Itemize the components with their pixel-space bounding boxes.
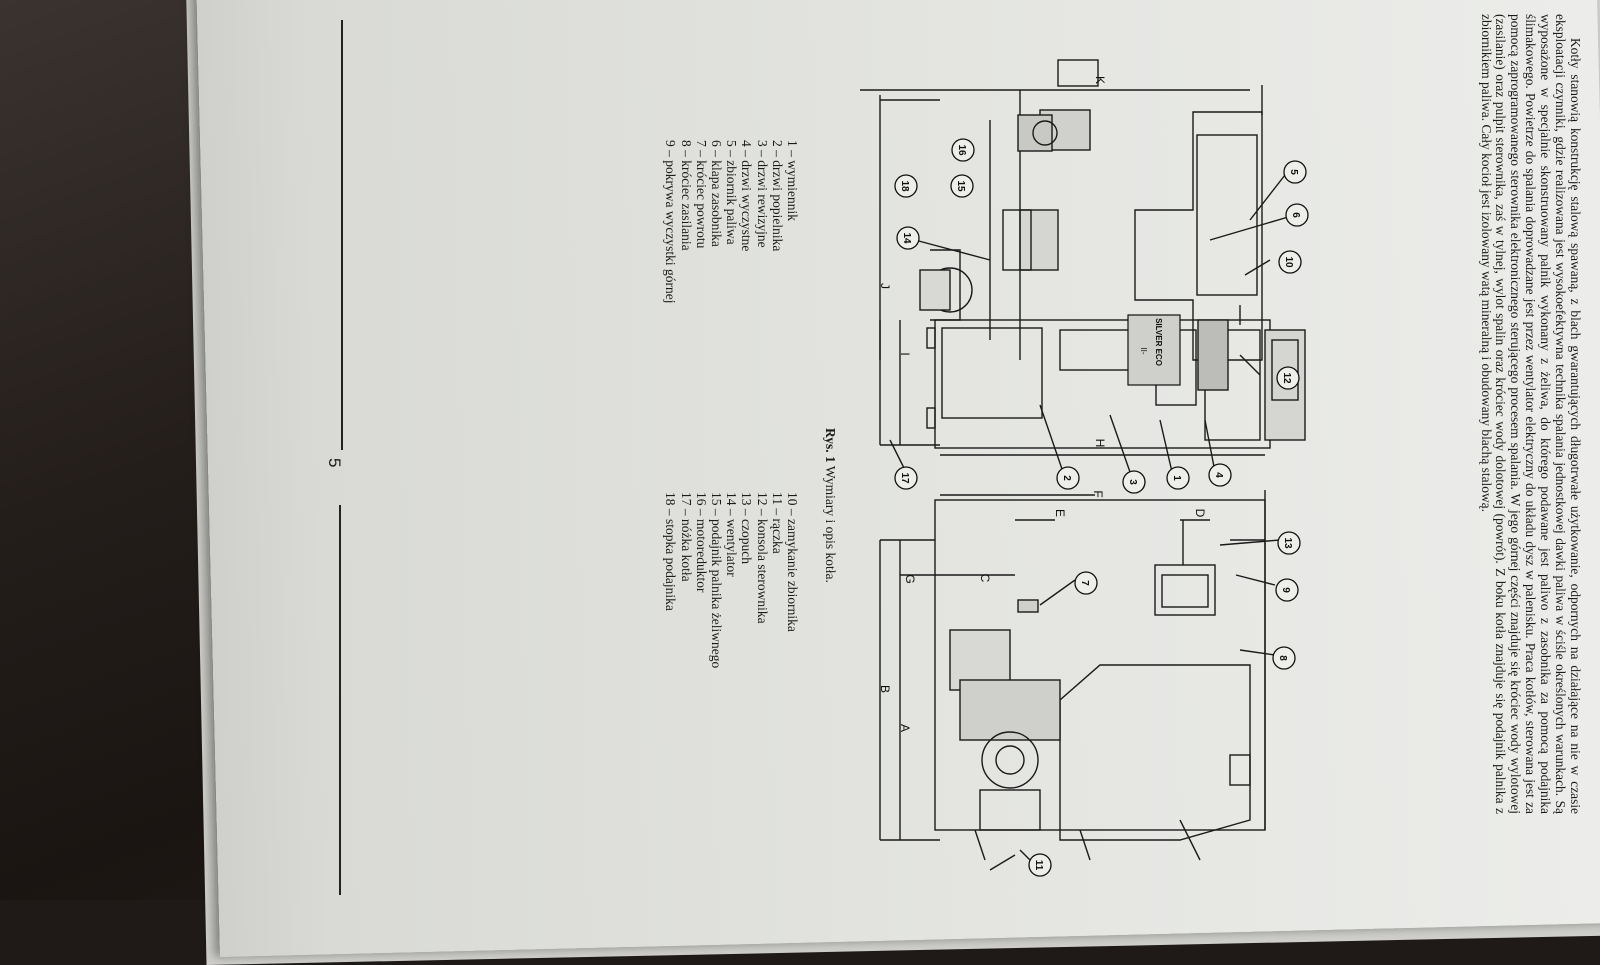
callout-label: 10 — [1283, 256, 1294, 268]
dimension-label: F — [1091, 490, 1105, 497]
callout-18 — [894, 174, 918, 198]
callout-label: 5 — [1288, 169, 1299, 175]
dimension-label: I — [898, 352, 912, 355]
dimension-label: G — [903, 574, 917, 583]
callout-label: 12 — [1281, 372, 1292, 384]
nameplate-line2: II- — [1139, 347, 1148, 354]
callout-label: 15 — [955, 180, 966, 192]
callout-10 — [1278, 250, 1302, 274]
callout-label: 2 — [1061, 475, 1072, 481]
callout-17 — [894, 466, 918, 490]
callout-9 — [1275, 578, 1299, 602]
callout-label: 7 — [1079, 580, 1090, 586]
callout-4 — [1208, 463, 1232, 487]
callout-3 — [1122, 470, 1146, 494]
callout-11 — [1028, 853, 1052, 877]
callout-14 — [896, 226, 920, 250]
callout-15 — [950, 174, 974, 198]
callout-label: 14 — [901, 232, 912, 244]
callout-label: 6 — [1290, 212, 1301, 218]
callout-label: 11 — [1033, 860, 1044, 871]
dimension-label: B — [878, 685, 892, 693]
nameplate-line1: SILVER ECO — [1154, 318, 1163, 366]
callout-label: 4 — [1213, 472, 1224, 478]
callout-label: 3 — [1127, 479, 1138, 485]
nameplate: SILVER ECO II- — [1127, 314, 1181, 386]
callout-label: 13 — [1282, 537, 1293, 549]
callout-label: 1 — [1171, 475, 1182, 481]
callout-12 — [1276, 366, 1300, 390]
dimension-label: A — [898, 724, 912, 732]
callout-16 — [951, 138, 975, 162]
footer-rule-bottom — [339, 505, 341, 895]
callout-label: 16 — [956, 144, 967, 156]
callout-6 — [1285, 203, 1309, 227]
dimension-label: E — [1053, 509, 1067, 517]
callout-7 — [1074, 571, 1098, 595]
footer-rule-top — [341, 20, 343, 450]
callout-label: 9 — [1280, 587, 1291, 593]
dimension-label: J — [878, 283, 892, 289]
dimension-label: C — [978, 574, 992, 583]
callout-8 — [1272, 646, 1296, 670]
callout-label: 8 — [1277, 655, 1288, 661]
dimension-label: D — [1193, 509, 1207, 518]
callout-5 — [1283, 160, 1307, 184]
callout-label: 18 — [899, 180, 910, 192]
dimension-label: H — [1093, 439, 1107, 448]
callout-2 — [1056, 466, 1080, 490]
callout-label: 17 — [899, 472, 910, 484]
boiler-diagram: 5 6 10 12 4 1 3 2 17 14 18 15 16 13 9 8 … — [878, 75, 1309, 877]
callout-markers — [894, 138, 1309, 877]
callout-1 — [1166, 466, 1190, 490]
dimension-label: K — [1093, 76, 1107, 84]
callout-13 — [1277, 531, 1301, 555]
